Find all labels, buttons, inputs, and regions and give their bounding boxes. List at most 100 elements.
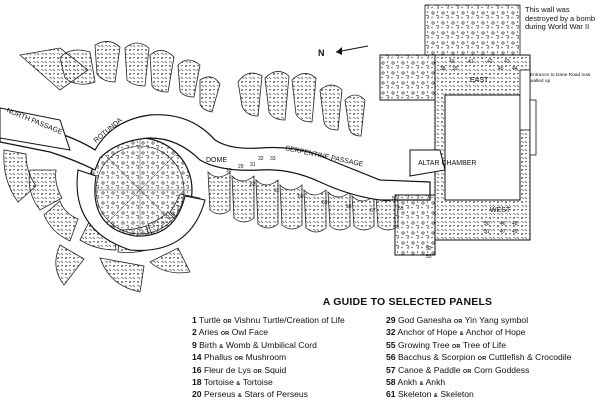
guide-entry-alt: Vishnu Turtle/Creation of Life	[234, 315, 345, 325]
guide-entry-name: Perseus	[203, 389, 236, 400]
wall-destroyed-note: This wall was destroyed by a bomb during…	[525, 5, 596, 31]
guide-entry: 20 Perseus & Stars of Perseus	[192, 389, 392, 401]
compass: N	[318, 45, 369, 58]
panel-number: 48	[512, 221, 518, 227]
guide-entry-separator: &	[219, 343, 224, 350]
panel-number: 58	[346, 204, 352, 210]
guide-entry: 18 Tortoise & Tortoise	[192, 377, 392, 389]
guide-entry-alt: Corn Goddess	[473, 364, 530, 375]
panel-number: 50	[484, 221, 490, 227]
guide-entry: 55 Growing Tree OR Tree of Life	[386, 340, 596, 352]
panel-number: 30	[226, 168, 232, 174]
panel-petal	[255, 178, 279, 229]
guide-entry-name: Anchor of Hope	[397, 327, 458, 338]
guide-entry-separator: &	[433, 393, 438, 400]
guide-entry-number: 58	[386, 377, 396, 388]
guide-entry-separator: &	[419, 381, 424, 388]
panel-petal	[351, 194, 375, 231]
panel-number: 53	[426, 254, 432, 260]
guide-entry-name: Birth	[199, 339, 217, 350]
grotto-plan: N NORTH PASSAGE ROTUNDA DOME SERPENTINE …	[0, 4, 537, 293]
panel-number: 62	[250, 182, 256, 188]
panel-number: 52	[426, 246, 432, 252]
guide-title: A GUIDE TO SELECTED PANELS	[322, 296, 493, 308]
guide-entry-number: 57	[386, 364, 396, 375]
panel-petal	[207, 170, 231, 215]
panel-number: 32	[258, 156, 264, 162]
guide-entry-alt: Cuttlefish & Crocodile	[488, 352, 572, 363]
panel-petal	[237, 72, 263, 117]
guide-entry-separator: OR	[451, 343, 461, 350]
panel-petal	[55, 244, 85, 286]
panel-petal	[327, 190, 351, 231]
panel-number: 29	[238, 164, 244, 170]
east-label: EAST	[470, 77, 489, 84]
guide-entry-name: Skeleton	[397, 389, 432, 400]
guide-entry-alt: Ankh	[425, 377, 446, 388]
panel-number: 56	[392, 196, 398, 202]
altar-chamber-label-line: ALTAR CHAMBER	[418, 160, 476, 167]
panel-petal	[344, 94, 366, 137]
panel-number: 38	[440, 66, 446, 72]
panel-number: 55	[398, 206, 404, 212]
guide-entry-name: Growing Tree	[397, 339, 450, 350]
guide-entry: 14 Phallus OR Mushroom	[192, 352, 392, 364]
panel-number: 40	[449, 59, 455, 65]
panel-petal	[3, 149, 37, 203]
guide-entry: 1 Turtle OR Vishnu Turtle/Creation of Li…	[192, 315, 392, 327]
guide-entry-separator: &	[236, 381, 241, 388]
panel-petal	[59, 49, 96, 85]
guide-entry: 29 God Ganesha OR Yin Yang symbol	[386, 315, 596, 327]
guide-entry-alt: Anchor of Hope	[465, 327, 526, 338]
panel-number: 49	[512, 229, 518, 235]
altar-chamber-block	[379, 4, 537, 256]
guide-entry: 58 Ankh & Ankh	[386, 377, 596, 389]
guide-entry-alt: Mushroom	[245, 352, 287, 363]
dome-label: DOME	[206, 157, 227, 164]
guide-entry-alt: Womb & Umbilical Cord	[225, 339, 317, 350]
guide-entry-name: Turtle	[199, 315, 221, 325]
panel-petal	[149, 50, 175, 93]
guide-entry-name: Phallus	[203, 352, 233, 363]
panel-petal	[177, 59, 201, 98]
panel-number: 31	[250, 162, 256, 168]
panel-number: 45	[498, 66, 504, 72]
guide-entry-alt: Squid	[264, 364, 287, 375]
guide-entry-separator: OR	[220, 331, 230, 338]
panel-petal	[124, 42, 150, 87]
panel-number: 42	[487, 59, 493, 65]
panel-number: 41	[468, 59, 474, 65]
guide-entry-name: Ankh	[397, 377, 418, 388]
passage-path	[0, 114, 431, 201]
panel-number: 59	[322, 200, 328, 206]
guide-entry: 56 Bacchus & Scorpion OR Cuttlefish & Cr…	[386, 352, 596, 364]
guide-entry-number: 29	[386, 315, 396, 325]
guide-entry: 32 Anchor of Hope & Anchor of Hope	[386, 327, 596, 339]
panel-petal	[291, 73, 317, 123]
rotunda-ring-passage	[76, 169, 206, 251]
panel-guide: A GUIDE TO SELECTED PANELS 1 Turtle OR V…	[190, 296, 595, 399]
guide-left-column: 1 Turtle OR Vishnu Turtle/Creation of Li…	[192, 315, 392, 402]
panel-petal	[43, 200, 79, 242]
panel-petal	[199, 76, 221, 113]
guide-entry: 9 Birth & Womb & Umbilical Cord	[192, 340, 392, 352]
guide-entry: 61 Skeleton & Skeleton	[386, 389, 596, 401]
panel-number: 47	[500, 229, 506, 235]
panel-petal	[149, 247, 191, 274]
guide-entry-number: 2	[192, 327, 197, 338]
guide-entry: 57 Canoe & Paddle OR Corn Goddess	[386, 365, 596, 377]
panel-number: 39	[452, 66, 458, 72]
guide-entry-separator: OR	[462, 368, 472, 375]
guide-entry: 16 Fleur de Lys OR Squid	[192, 365, 392, 377]
west-label: WEST	[490, 207, 511, 214]
guide-entry-separator: OR	[477, 356, 487, 363]
compass-label: N	[318, 48, 325, 58]
guide-entry-separator: &	[459, 331, 464, 338]
guide-entry-alt: Owl Face	[231, 327, 269, 338]
guide-entry-number: 18	[192, 377, 202, 388]
north-passage-corridor	[0, 107, 71, 151]
guide-entry-number: 16	[192, 364, 202, 375]
guide-entry-alt: Stars of Perseus	[244, 389, 308, 400]
